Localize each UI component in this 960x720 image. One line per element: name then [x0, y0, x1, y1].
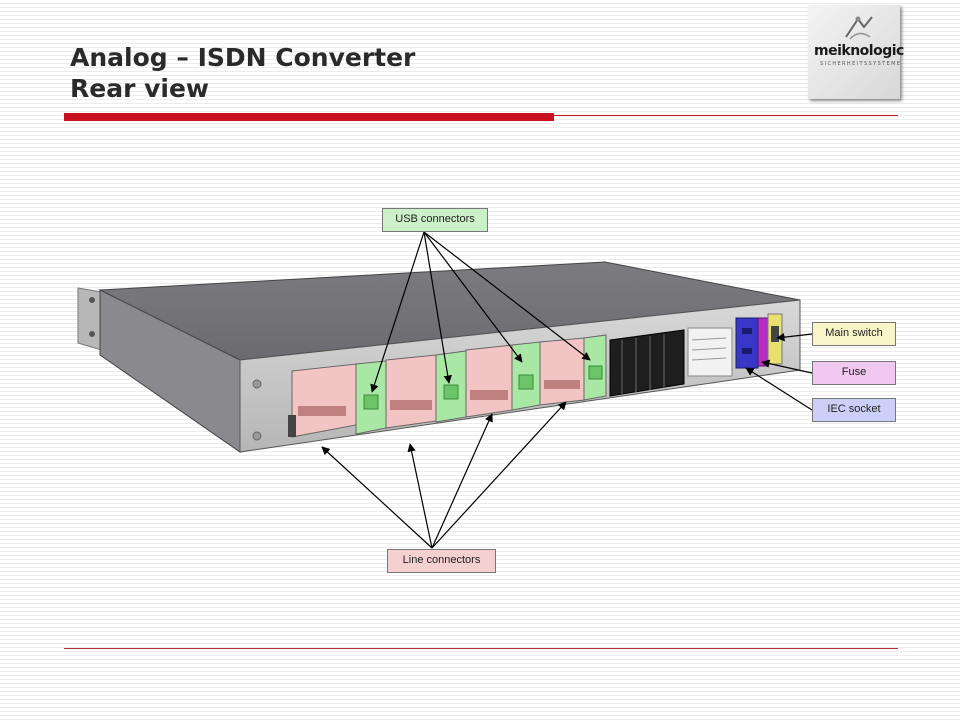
panel-screw: [252, 431, 262, 441]
usb-callout-arrows: [370, 231, 591, 393]
title-line-1: Analog – ISDN Converter: [70, 43, 416, 72]
footer-rule: [64, 648, 898, 649]
fuse-callout: Fuse: [812, 361, 896, 385]
usb-connector-module-3: [511, 341, 541, 411]
slide-title: Analog – ISDN Converter Rear view: [70, 42, 415, 104]
iec-socket-pin: [742, 348, 752, 354]
line-connector-module-3: [465, 344, 513, 418]
rating-label: [687, 327, 733, 377]
line-connector-module-4: [539, 337, 585, 406]
title-underline-bar: [64, 113, 554, 121]
iec-socket-pin: [742, 328, 752, 334]
logo-mark-icon: [845, 16, 873, 40]
line-callout-arrows: [321, 401, 567, 549]
company-logo: meiknologic SICHERHEITSSYSTEME: [808, 5, 904, 99]
logo-tagline: SICHERHEITSSYSTEME: [820, 61, 902, 67]
main-switch-callout: Main switch: [812, 322, 896, 346]
main-switch-rocker: [771, 326, 779, 342]
usb-connector-module-2: [435, 350, 467, 423]
line-connector-module-1: [288, 363, 357, 438]
iec-socket-callout: IEC socket: [812, 398, 896, 422]
fuse-holder: [757, 317, 769, 367]
fuse-arrow: [761, 359, 813, 374]
line-connector-module-2: [385, 354, 437, 429]
main-switch-arrow: [776, 332, 813, 342]
heatsink: [609, 329, 685, 397]
rack-ear-hole: [89, 331, 95, 337]
iec-socket-arrow: [745, 367, 813, 411]
panel-screw: [252, 379, 262, 389]
title-line-2: Rear view: [70, 74, 210, 103]
usb-connector-module-4: [583, 334, 607, 401]
logo-wordmark: meiknologic: [814, 43, 904, 59]
iec-socket: [735, 317, 759, 369]
title-underline-rule: [554, 115, 898, 116]
rack-ear-hole: [89, 297, 95, 303]
line-connectors-callout: Line connectors: [387, 549, 496, 573]
usb-connectors-callout: USB connectors: [382, 208, 488, 232]
usb-connector-module-1: [355, 360, 387, 435]
